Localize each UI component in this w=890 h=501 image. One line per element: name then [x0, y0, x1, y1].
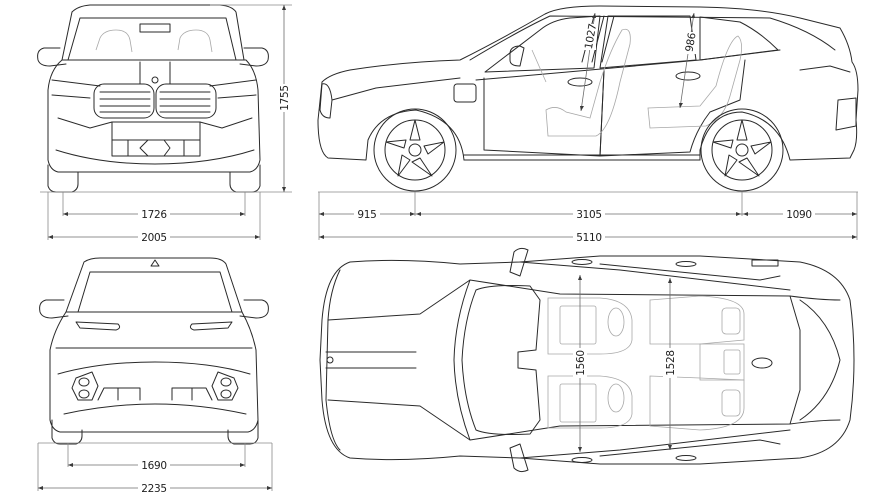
rear-right-taillight [189, 321, 233, 331]
dimension-side-base [318, 191, 858, 240]
front-body [47, 59, 261, 173]
side-front-door [483, 69, 605, 157]
front-door-handle [567, 77, 593, 87]
dimension-wheelbase: 3105 [415, 207, 742, 221]
top-windshield [461, 285, 541, 435]
top-body-outline [319, 255, 855, 465]
front-overhang-label: 915 [357, 209, 376, 221]
dimension-front-overhang: 915 [319, 207, 415, 221]
top-view [319, 247, 855, 473]
front-badge [151, 76, 159, 84]
fuel-cap [453, 83, 477, 103]
side-front-window [484, 15, 601, 73]
front-shoulder-label: 1560 [575, 350, 587, 376]
side-quarter-window [699, 16, 779, 61]
dimension-rear-shoulder: 1528 [663, 278, 677, 450]
left-kidney-grille [93, 83, 155, 119]
top-roof [453, 279, 801, 441]
side-rear-seat [647, 35, 742, 129]
side-front-wheel [373, 108, 457, 192]
dimension-front-headroom: 1027 [580, 12, 599, 112]
rear-left-taillight [75, 321, 121, 331]
dimension-rear-headroom: 986 [679, 12, 699, 109]
side-view [317, 5, 859, 192]
rear-left-exhaust [71, 371, 99, 401]
side-rear-wheel [700, 108, 784, 192]
dimension-rear-track: 1690 [38, 442, 272, 472]
rear-body [49, 311, 259, 433]
rear-track-label: 1690 [141, 460, 167, 472]
height-label: 1755 [279, 85, 291, 111]
rear-right-mirror [239, 299, 269, 319]
top-left-mirror [509, 247, 529, 277]
dimension-front-width: 2005 [47, 192, 261, 244]
rear-view [39, 257, 269, 445]
top-shark-fin [751, 357, 773, 369]
dimension-width-mirrors: 2235 [37, 443, 273, 495]
dimension-front-track: 1726 [40, 191, 260, 221]
top-right-mirror [509, 443, 529, 473]
front-headroom-label: 1027 [583, 23, 599, 50]
rear-door-handle [675, 71, 701, 81]
rear-shoulder-label: 1528 [665, 350, 677, 376]
dimension-rear-overhang: 1090 [742, 207, 857, 221]
rear-window [77, 271, 233, 313]
front-track-label: 1726 [141, 209, 167, 221]
top-badge [326, 356, 334, 364]
wheelbase-label: 3105 [576, 209, 602, 221]
rear-overhang-label: 1090 [786, 209, 812, 221]
side-front-seat [545, 28, 631, 137]
rear-left-mirror [39, 299, 69, 319]
side-rear-door [599, 59, 746, 157]
front-lower-intake [111, 121, 201, 157]
rear-roof [65, 257, 243, 313]
top-tailgate [799, 299, 841, 421]
front-right-mirror [239, 47, 269, 67]
rear-headroom-label: 986 [683, 31, 698, 53]
dimension-front-shoulder: 1560 [573, 275, 587, 452]
front-view [37, 4, 269, 193]
side-rear-window [599, 15, 697, 69]
right-kidney-grille [155, 83, 217, 119]
top-hood [327, 279, 471, 441]
dimension-overall-length: 5110 [319, 230, 857, 244]
width-mirrors-label: 2235 [141, 483, 167, 495]
top-rear-seats [649, 295, 745, 431]
front-width-label: 2005 [141, 232, 167, 244]
top-front-seats [547, 297, 633, 429]
rear-right-exhaust [211, 371, 239, 401]
overall-length-label: 5110 [576, 232, 602, 244]
dimension-overall-height: 1755 [210, 4, 292, 193]
side-body-outline [317, 5, 859, 161]
front-left-mirror [37, 47, 67, 67]
